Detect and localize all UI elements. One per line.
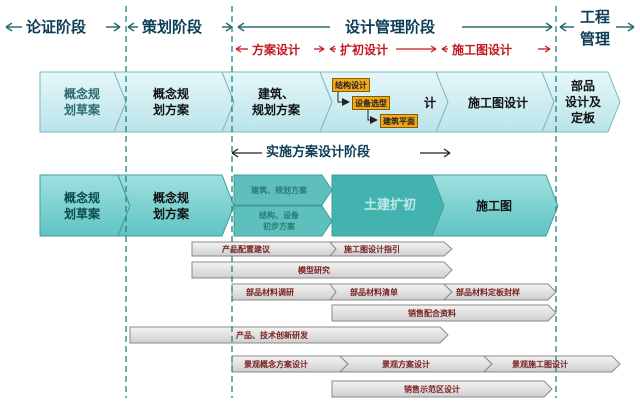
row1-pingmian-box: 建筑平面 <box>380 114 418 128</box>
phase-gongcheng-2: 管理 <box>580 30 611 48</box>
row2-fangan-line2: 划方案 <box>152 207 189 221</box>
row2-shigongtu-label: 施工图 <box>475 199 512 213</box>
phase-sheji: 设计管理阶段 <box>345 18 436 36</box>
bar-xiaoshou-label: 销售配合资料 <box>408 308 456 318</box>
bar-moxing <box>191 261 453 279</box>
phase-arrows <box>5 22 635 32</box>
row1-bupin-line3: 定板 <box>570 111 595 125</box>
phase-cehua: 策划阶段 <box>142 18 203 36</box>
row2-caoan-label: 概念规 划草案 <box>52 190 112 222</box>
row2-caoan-line1: 概念规 <box>63 191 100 205</box>
shishi-arrows <box>231 148 451 158</box>
bar-xiaoshou <box>331 304 557 322</box>
phase-gongcheng-1: 工程 <box>580 8 611 26</box>
row1-jianzhu-line1: 建筑、 <box>257 87 294 101</box>
row1-ji-suffix: 计 <box>424 96 437 110</box>
row1-fangan-line2: 划方案 <box>152 103 189 117</box>
bar-jingguan-shigong <box>482 355 621 373</box>
row2-jianzhu-chevron <box>233 174 333 206</box>
row2-tujian-label: 土建扩初 <box>363 198 416 213</box>
bar-chanpin-jishu <box>129 326 449 344</box>
bar-xiaoshou-shifan <box>331 380 553 398</box>
bar-shigongtu-zhiyin-label: 施工图设计指引 <box>344 244 400 254</box>
row2-fangan-label: 概念规 划方案 <box>136 190 206 222</box>
subphase-shigongtu: 施工图设计 <box>452 43 513 57</box>
bar-cailiao-qingdan-label: 部品材料清单 <box>350 287 398 297</box>
subphase-arrows <box>235 45 551 53</box>
bar-moxing-label: 模型研究 <box>298 265 330 275</box>
orange-step-connectors <box>337 92 378 124</box>
bar-chanpin-peizhi-label: 产品配置建议 <box>222 244 270 254</box>
row1-shigongtu-label: 施工图设计 <box>467 96 528 110</box>
row1-caoan-line1: 概念规 <box>63 87 100 101</box>
row2-shigongtu-chevron <box>431 174 559 237</box>
row1-jiegou-box: 结构设计 <box>332 78 370 92</box>
row2-chevrons <box>39 174 559 237</box>
row1-jianzhu-line2: 规划方案 <box>251 103 300 117</box>
row1-fangan-label: 概念规 划方案 <box>136 86 206 118</box>
row1-caoan-line2: 划草案 <box>63 103 100 117</box>
bar-jingguan-fangan-label: 景观方案设计 <box>382 359 430 369</box>
row1-bupin-label: 部品 设计及 定板 <box>560 78 606 126</box>
row1-bupin-chevron <box>541 71 621 133</box>
row2-jiegou-line2: 初步方案 <box>263 221 295 231</box>
row1-bupin-line2: 设计及 <box>564 95 601 109</box>
phase-separators <box>125 6 557 398</box>
row1-caoan-label: 概念规 划草案 <box>52 86 112 118</box>
row2-caoan-line2: 划草案 <box>63 207 100 221</box>
subphase-kuochu: 扩初设计 <box>340 43 389 57</box>
row1-shebei-box: 设备选型 <box>352 96 390 110</box>
bar-cailiao-tiaoyan-label: 部品材料调研 <box>246 287 294 297</box>
row1-jianzhu-label: 建筑、 规划方案 <box>238 86 314 118</box>
bar-jingguan-gainian-label: 景观概念方案设计 <box>244 359 308 369</box>
row2-jiegou-label: 结构、设备 初步方案 <box>236 210 322 232</box>
bar-cailiao-dingban-label: 部品材料定板封样 <box>456 287 520 297</box>
bar-xiaoshou-shifan-label: 销售示范区设计 <box>404 384 460 394</box>
bar-chanpin-jishu-label: 产品、技术创新研发 <box>236 330 308 340</box>
shishi-label: 实施方案设计阶段 <box>266 145 371 160</box>
row2-fangan-line1: 概念规 <box>152 191 189 205</box>
bar-shigongtu-zhiyin <box>328 241 453 257</box>
row2-jiegou-chevron <box>233 205 333 237</box>
row1-bupin-line1: 部品 <box>570 79 595 93</box>
row2-jianzhu-label: 建筑、规划方案 <box>251 185 307 195</box>
bar-jingguan-shigong-label: 景观施工图设计 <box>512 359 568 369</box>
row2-jiegou-line1: 结构、设备 <box>259 210 299 220</box>
bar-cailiao-dingban <box>442 283 557 301</box>
subphase-fangan: 方案设计 <box>252 43 301 57</box>
phase-lunzheng: 论证阶段 <box>26 18 87 36</box>
row1-fangan-line1: 概念规 <box>152 87 189 101</box>
task-bars <box>129 241 621 398</box>
row2-fangan-chevron <box>117 174 235 237</box>
